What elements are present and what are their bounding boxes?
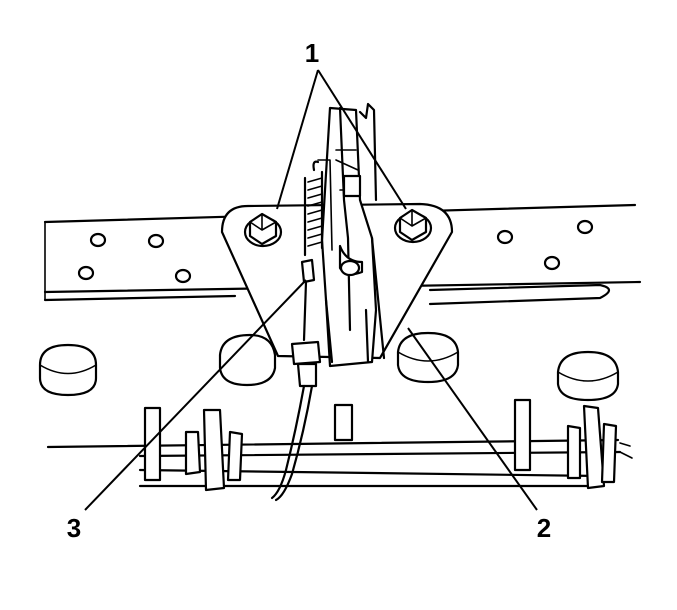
callout-1: 1 (305, 38, 319, 68)
leader-2 (407, 327, 538, 511)
bolt-right (393, 208, 433, 244)
callout-2: 2 (537, 513, 551, 543)
leader-lines (84, 69, 538, 511)
brake-lines (46, 398, 633, 492)
callout-3: 3 (67, 513, 81, 543)
cable-end (270, 258, 322, 502)
return-spring (303, 160, 324, 257)
leader-3 (84, 279, 307, 511)
lever-assembly (317, 102, 386, 368)
rail-holes (77, 219, 594, 284)
leader-1b (317, 69, 407, 210)
bolt-left (243, 212, 283, 248)
leader-1a (276, 69, 319, 210)
